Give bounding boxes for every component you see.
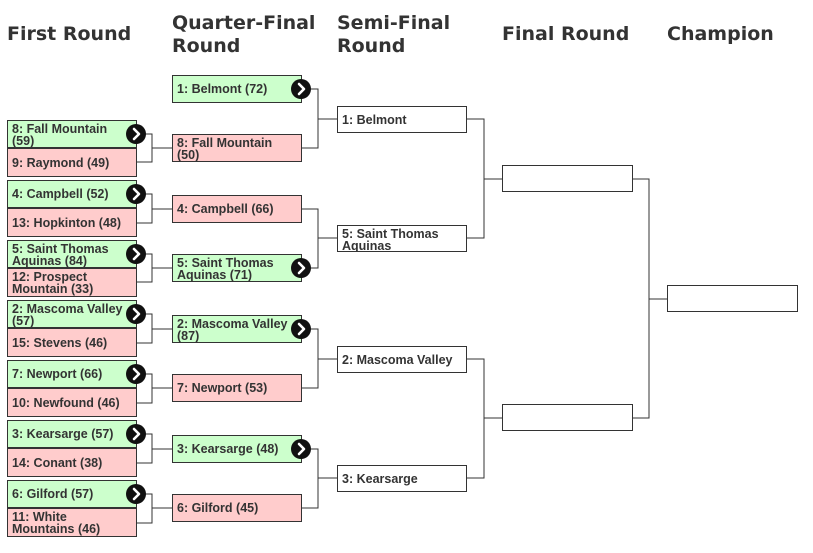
header-champion: Champion (667, 23, 774, 45)
semi-final-slot-1: 1: Belmont (337, 106, 467, 133)
first-round-slot-10: 10: Newfound (46) (7, 388, 137, 417)
chevron-right-icon (297, 82, 306, 96)
first-round-slot-4: 13: Hopkinton (48) (7, 208, 137, 237)
header-quarter-final-line2: Round (172, 35, 241, 57)
first-round-slot-1: 8: Fall Mountain (59) (7, 120, 137, 148)
chevron-right-icon (297, 442, 306, 456)
chevron-right-icon (132, 307, 141, 321)
advance-arrow-button[interactable] (126, 364, 146, 384)
final-round-slot-1 (502, 165, 633, 192)
header-first-round: First Round (7, 23, 132, 45)
first-round-slot-8: 15: Stevens (46) (7, 328, 137, 357)
first-round-slot-7: 2: Mascoma Valley (57) (7, 300, 137, 328)
chevron-right-icon (132, 367, 141, 381)
header-semi-final-line2: Round (337, 35, 406, 57)
quarter-final-slot-7: 3: Kearsarge (48) (172, 435, 302, 463)
advance-arrow-button[interactable] (291, 79, 311, 99)
quarter-final-slot-5: 2: Mascoma Valley (87) (172, 315, 302, 343)
advance-arrow-button[interactable] (126, 184, 146, 204)
quarter-final-slot-4: 5: Saint Thomas Aquinas (71) (172, 254, 302, 282)
semi-final-slot-2: 5: Saint Thomas Aquinas (337, 225, 467, 252)
semi-final-slot-4: 3: Kearsarge (337, 465, 467, 492)
chevron-right-icon (132, 247, 141, 261)
advance-arrow-button[interactable] (291, 439, 311, 459)
first-round-slot-12: 14: Conant (38) (7, 448, 137, 477)
chevron-right-icon (297, 322, 306, 336)
first-round-slot-2: 9: Raymond (49) (7, 148, 137, 177)
quarter-final-slot-8: 6: Gilford (45) (172, 494, 302, 522)
final-round-slot-2 (502, 404, 633, 431)
advance-arrow-button[interactable] (126, 124, 146, 144)
advance-arrow-button[interactable] (126, 304, 146, 324)
first-round-slot-6: 12: Prospect Mountain (33) (7, 268, 137, 297)
first-round-slot-11: 3: Kearsarge (57) (7, 420, 137, 448)
chevron-right-icon (132, 427, 141, 441)
first-round-slot-14: 11: White Mountains (46) (7, 508, 137, 537)
champion-slot (667, 285, 798, 312)
first-round-slot-13: 6: Gilford (57) (7, 480, 137, 508)
chevron-right-icon (132, 127, 141, 141)
first-round-slot-3: 4: Campbell (52) (7, 180, 137, 208)
advance-arrow-button[interactable] (291, 258, 311, 278)
quarter-final-slot-2: 8: Fall Mountain (50) (172, 134, 302, 162)
first-round-slot-9: 7: Newport (66) (7, 360, 137, 388)
advance-arrow-button[interactable] (126, 424, 146, 444)
semi-final-slot-3: 2: Mascoma Valley (337, 346, 467, 373)
quarter-final-slot-6: 7: Newport (53) (172, 374, 302, 402)
advance-arrow-button[interactable] (126, 484, 146, 504)
header-semi-final-line1: Semi-Final (337, 12, 451, 34)
header-quarter-final-line1: Quarter-Final (172, 12, 316, 34)
chevron-right-icon (297, 261, 306, 275)
header-final-round: Final Round (502, 23, 630, 45)
advance-arrow-button[interactable] (126, 244, 146, 264)
advance-arrow-button[interactable] (291, 319, 311, 339)
chevron-right-icon (132, 487, 141, 501)
first-round-slot-5: 5: Saint Thomas Aquinas (84) (7, 240, 137, 268)
chevron-right-icon (132, 187, 141, 201)
quarter-final-slot-3: 4: Campbell (66) (172, 195, 302, 223)
quarter-final-slot-1: 1: Belmont (72) (172, 75, 302, 103)
